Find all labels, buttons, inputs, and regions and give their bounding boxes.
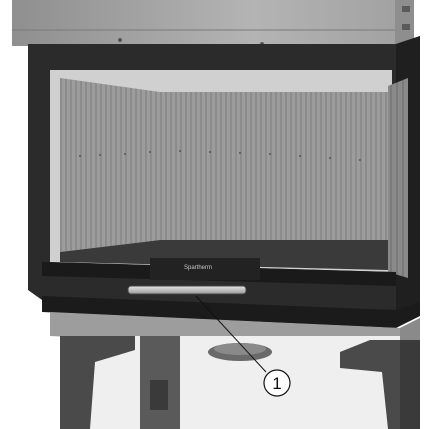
door-logo: Spartherm [184, 265, 212, 271]
door-handle[interactable] [127, 285, 247, 295]
top-hood [12, 0, 414, 46]
frame-lower-lip [42, 296, 420, 328]
firebox-back-wall [160, 92, 388, 240]
callout-leader [195, 295, 267, 373]
callout-1: 1 [195, 295, 291, 397]
firebox-floor [60, 240, 388, 270]
side-glass [388, 78, 408, 278]
callout-number: 1 [272, 374, 281, 393]
firebox-left-wall [60, 78, 160, 252]
firebox-glass [50, 70, 408, 278]
door-bottom-strip: Spartherm [42, 258, 396, 286]
callout-circle [263, 369, 291, 397]
stand-legs [60, 336, 420, 429]
